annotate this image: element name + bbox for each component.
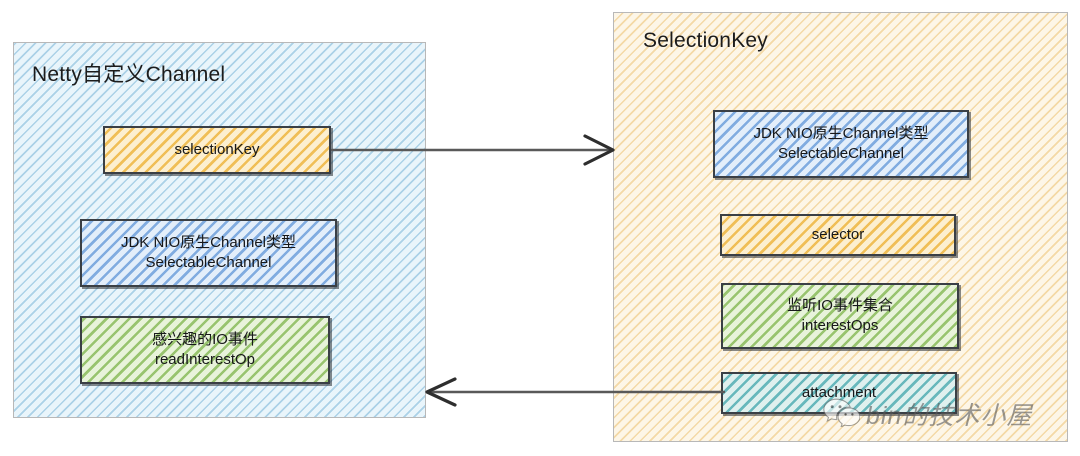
box-read-interest-op-label: 感兴趣的IO事件 readInterestOp bbox=[152, 331, 258, 368]
box-interest-ops[interactable]: 监听IO事件集合 interestOps bbox=[721, 283, 959, 349]
box-selectable-channel-left-label: JDK NIO原生Channel类型 SelectableChannel bbox=[120, 234, 297, 271]
box-attachment[interactable]: attachment bbox=[721, 372, 957, 414]
panel-netty-channel-title: Netty自定义Channel bbox=[32, 63, 226, 86]
panel-selection-key-title: SelectionKey bbox=[643, 29, 768, 52]
box-selectable-channel-right-label: JDK NIO原生Channel类型 SelectableChannel bbox=[753, 125, 929, 162]
box-selection-key[interactable]: selectionKey bbox=[103, 126, 331, 174]
box-selectable-channel-right[interactable]: JDK NIO原生Channel类型 SelectableChannel bbox=[713, 110, 969, 178]
box-selection-key-label: selectionKey bbox=[174, 141, 260, 159]
box-read-interest-op[interactable]: 感兴趣的IO事件 readInterestOp bbox=[80, 316, 330, 384]
box-interest-ops-label: 监听IO事件集合 interestOps bbox=[787, 297, 893, 334]
box-selector-label: selector bbox=[811, 226, 865, 244]
box-attachment-label: attachment bbox=[801, 384, 877, 402]
box-selectable-channel-left[interactable]: JDK NIO原生Channel类型 SelectableChannel bbox=[80, 219, 337, 287]
box-selector[interactable]: selector bbox=[720, 214, 956, 256]
